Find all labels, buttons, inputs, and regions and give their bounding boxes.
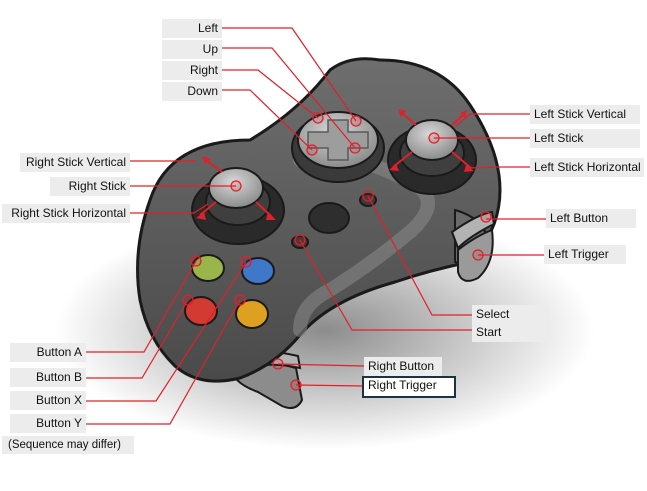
label-left: Left xyxy=(162,19,222,38)
marker-left xyxy=(350,115,362,127)
label-left-trigger: Left Trigger xyxy=(544,245,626,264)
label-right: Right xyxy=(162,61,222,80)
marker-right-stick xyxy=(230,180,242,192)
label-start: Start xyxy=(472,323,548,342)
marker-left-trigger xyxy=(472,249,484,261)
leader-right xyxy=(222,69,319,119)
marker-button-a xyxy=(190,255,202,267)
leader-button-b xyxy=(86,299,189,379)
leader-button-x xyxy=(86,261,247,402)
arrow-right-stick-down-left xyxy=(196,212,206,220)
arrow-shaft-2 xyxy=(451,113,465,126)
start-button-shape xyxy=(291,235,309,249)
leader-button-y xyxy=(86,299,241,425)
label-right-stick-vertical: Right Stick Vertical xyxy=(20,153,130,172)
label-select: Select xyxy=(472,305,548,324)
label-down: Down xyxy=(162,82,222,101)
right-stick-cap xyxy=(208,167,264,209)
marker-left-button xyxy=(480,211,492,223)
marker-select xyxy=(362,190,374,202)
label-button-x: Button X xyxy=(10,391,86,410)
leader-down xyxy=(222,89,313,151)
marker-button-y xyxy=(234,294,246,306)
label-left-stick: Left Stick xyxy=(530,129,640,148)
arrow-left-stick-down-right xyxy=(464,165,474,172)
label-button-a: Button A xyxy=(10,343,86,362)
label-left-stick-vertical: Left Stick Vertical xyxy=(530,105,640,124)
marker-button-b xyxy=(182,294,194,306)
button-b-shape xyxy=(184,296,218,326)
leader-left-stick-horizontal xyxy=(467,166,530,169)
label-right-trigger[interactable]: Right Trigger xyxy=(362,376,456,398)
label-up: Up xyxy=(162,40,222,59)
label-button-y: Button Y xyxy=(10,414,86,433)
guide-button xyxy=(308,202,350,234)
leader-left-stick-vertical xyxy=(455,113,530,127)
marker-down xyxy=(306,144,318,156)
arrow-shaft-7 xyxy=(255,201,273,218)
label-right-stick-horizontal: Right Stick Horizontal xyxy=(2,204,130,223)
sequence-note: (Sequence may differ) xyxy=(2,436,134,454)
marker-button-x xyxy=(240,256,252,268)
arrow-shaft-5 xyxy=(205,159,223,173)
leader-right-trigger xyxy=(295,384,365,387)
label-left-button: Left Button xyxy=(546,209,636,228)
marker-right xyxy=(312,112,324,124)
marker-start xyxy=(294,234,306,246)
arrow-left-stick-down-left xyxy=(389,164,399,171)
label-right-stick: Right Stick xyxy=(50,177,130,196)
leader-right-button xyxy=(277,363,365,367)
arrow-shaft-4 xyxy=(451,151,472,169)
label-button-b: Button B xyxy=(10,368,86,387)
label-right-button: Right Button xyxy=(364,357,442,376)
left-stick-cap xyxy=(405,119,459,161)
left-trigger-shape xyxy=(457,228,494,282)
button-y-shape xyxy=(235,299,269,329)
marker-right-button xyxy=(272,358,284,370)
marker-left-stick xyxy=(428,132,440,144)
leader-start xyxy=(299,239,472,331)
leader-up xyxy=(222,47,356,149)
label-left-stick-horizontal: Left Stick Horizontal xyxy=(530,158,644,177)
marker-right-trigger xyxy=(290,379,302,391)
marker-up xyxy=(349,142,361,154)
arrow-shaft-1 xyxy=(401,112,417,126)
leader-button-a xyxy=(86,260,197,353)
leader-left xyxy=(222,27,357,122)
arrow-shaft-3 xyxy=(392,151,413,168)
leader-select xyxy=(367,195,472,316)
arrow-shaft-6 xyxy=(199,201,217,216)
dpad-cross xyxy=(307,119,369,161)
leader-right-stick-horizontal xyxy=(130,203,209,214)
